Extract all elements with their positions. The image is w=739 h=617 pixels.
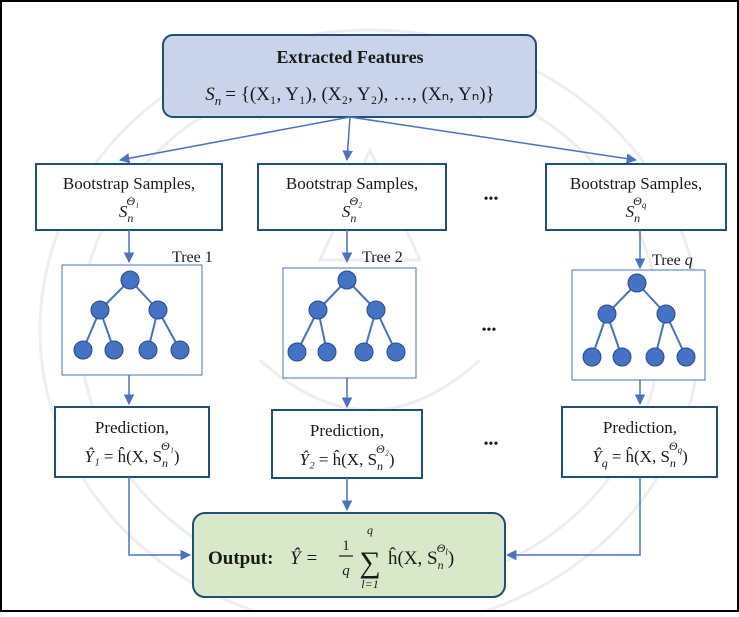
- bootstrap-label-2: Bootstrap Samples,: [286, 174, 418, 193]
- output-arrows: [128, 477, 641, 561]
- prediction-box-2: [271, 409, 423, 479]
- prediction-box-1: [54, 406, 210, 478]
- output-frac-num: 1: [342, 538, 350, 554]
- bootstrap-sample-1: SnΘ₁: [119, 194, 139, 225]
- tree-1: [73, 270, 190, 360]
- prediction-formula-1: Ŷ₁= ĥ(X, SnΘ₁): [84, 439, 179, 470]
- prediction-formula-2: Ŷ₂= ĥ(X, SnΘ₂): [299, 442, 394, 473]
- bootstrap-box-q: [545, 163, 727, 231]
- tree-label-q: Tree q: [652, 252, 693, 269]
- prediction-formula-q: Ŷq= ĥ(X, SnΘq): [592, 439, 688, 470]
- prediction-label-q: Prediction,: [603, 418, 677, 437]
- bootstrap-label-1: Bootstrap Samples,: [63, 174, 195, 193]
- output-sum-bottom: l=1: [361, 577, 378, 591]
- output-sum-top: q: [367, 523, 373, 537]
- output-frac-den: q: [342, 563, 350, 579]
- output-sum-symbol: ∑: [359, 546, 380, 579]
- tree-label-1: Tree 1: [172, 249, 213, 266]
- bootstrap-sample-q: SnΘq: [626, 194, 647, 225]
- extracted-features-title: Extracted Features: [276, 47, 423, 67]
- tree-label-2: Tree 2: [362, 249, 403, 266]
- prediction-label-2: Prediction,: [310, 421, 384, 440]
- bootstrap-tree-arrows: [123, 230, 646, 270]
- ellipsis-trees: •••: [482, 323, 497, 338]
- output-label: Output:: [208, 548, 273, 569]
- output-box: [192, 512, 506, 598]
- tree-prediction-arrows: [123, 375, 646, 409]
- bootstrap-box-1: [35, 163, 223, 231]
- ellipsis-bootstrap: •••: [484, 192, 499, 207]
- bootstrap-label-q: Bootstrap Samples,: [570, 174, 702, 193]
- bootstrap-box-2: [257, 163, 447, 231]
- bootstrap-sample-2: SnΘ₂: [342, 194, 362, 225]
- ellipsis-predictions: •••: [484, 437, 499, 452]
- tree-q: [582, 273, 696, 367]
- prediction-label-1: Prediction,: [95, 418, 169, 437]
- output-body: ĥ(X, SnΘl): [388, 541, 454, 572]
- top-arrows: [118, 116, 638, 164]
- extracted-features-formula: Sn= {(X₁, Y₁), (X₂, Y₂), …, (Xₙ, Yₙ)}: [205, 84, 495, 108]
- tree-2: [287, 270, 406, 362]
- output-lhs: Ŷ =: [290, 547, 318, 569]
